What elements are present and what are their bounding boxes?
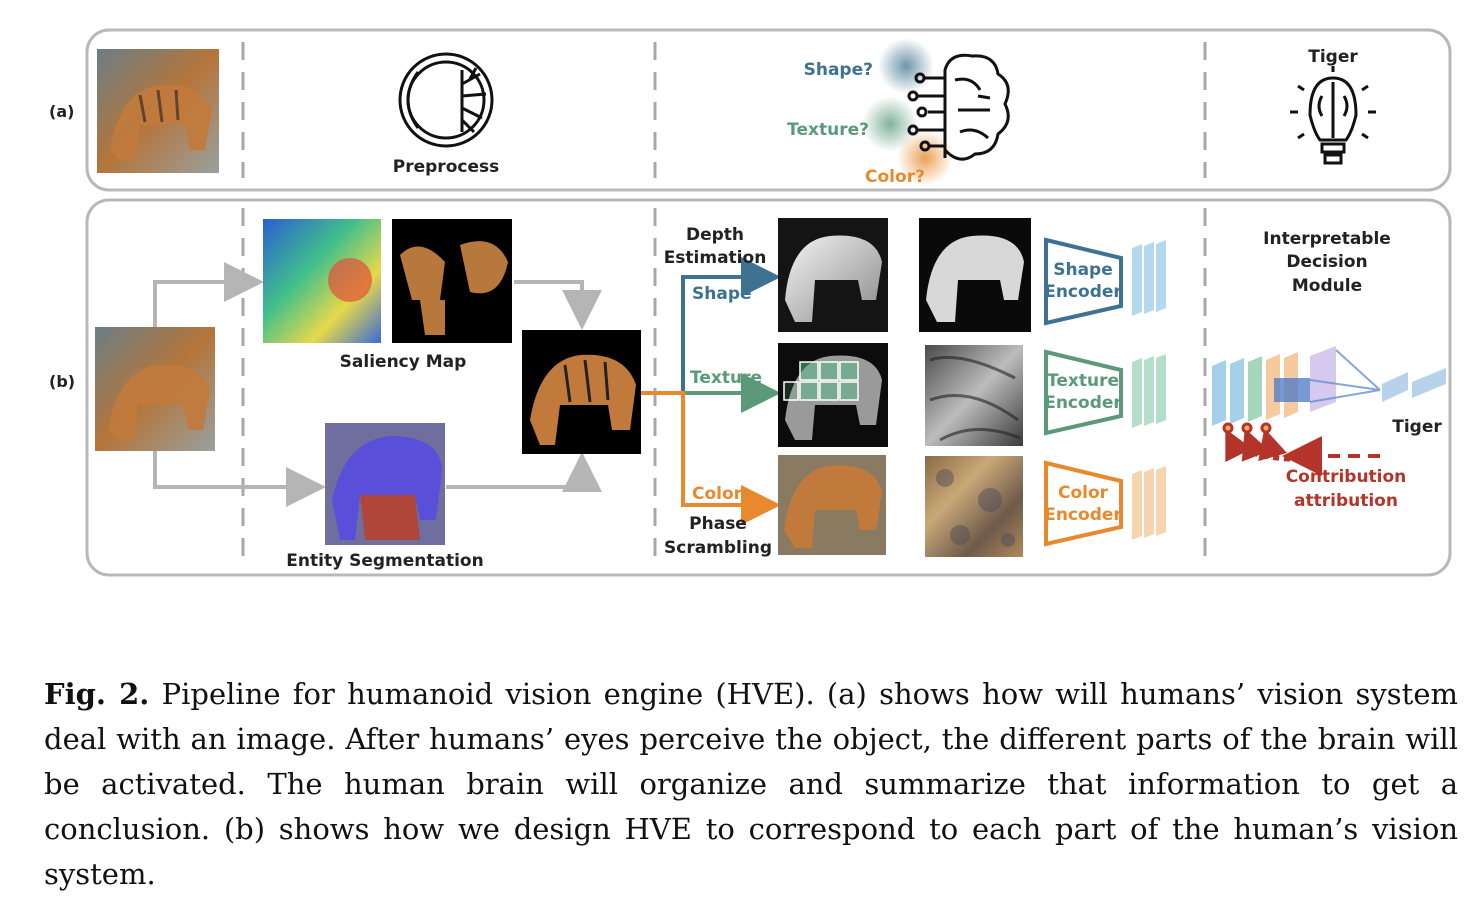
saliency-label: Saliency Map [340,352,467,372]
panel-a-frame [85,28,1452,192]
shape-silhouette-image [919,218,1031,332]
texture-patch-image [925,345,1023,446]
branch-arrows [641,257,781,525]
texture-patches-image [778,343,888,447]
color-question: Color? [865,167,925,187]
brain-icon [907,53,1010,161]
lightbulb-brain-icon [1290,66,1376,165]
saliency-heatmap [263,219,381,343]
contribution-label-2: attribution [1294,491,1398,511]
saliency-crop [392,219,512,343]
phase-scrambled-image [925,456,1023,557]
shape-encoder-block [1044,237,1166,326]
panel-b-label: (b) [49,372,75,391]
eye-icon [398,52,494,148]
tiger-image-a [97,49,219,173]
decision-module-label-3: Module [1292,276,1362,296]
decision-module-graphic [1212,346,1446,426]
caption-text: Pipeline for humanoid vision engine (HVE… [44,677,1459,891]
depth-estimation-label-1: Depth [686,225,744,245]
gray-flow-arrows [153,262,602,507]
shape-question: Shape? [804,60,873,80]
decision-module-label-1: Interpretable [1263,229,1391,249]
color-tiger-image [778,455,886,555]
pipeline-figure: (a) (b) Preprocess Shape? Texture? Color… [49,28,1452,577]
texture-encoder-block [1044,349,1166,436]
caption-prefix: Fig. 2. [44,677,150,711]
color-encoder-label-1: Color [1058,483,1109,503]
tiger-output-label: Tiger [1392,417,1442,437]
texture-encoder-label-1: Texture [1047,371,1119,391]
contribution-label-1: Contribution [1286,467,1407,487]
panel-b-frame [85,198,1452,577]
shape-encoder-label-2: Encoder [1044,282,1122,302]
section-dividers [241,42,1207,566]
brain-illustration [862,38,953,186]
texture-question: Texture? [787,120,869,140]
phase-scrambling-label-2: Scrambling [664,538,772,558]
entity-segmentation-label: Entity Segmentation [286,551,483,571]
tiger-image-b [95,327,215,451]
figure-caption: Fig. 2. Pipeline for humanoid vision eng… [44,672,1458,897]
attribution-arrows [1222,422,1380,476]
entity-segmentation-image [325,423,445,545]
preprocess-label: Preprocess [393,157,499,177]
texture-encoder-label-2: Encoder [1044,393,1122,413]
depth-map-image [778,218,888,332]
color-encoder-label-2: Encoder [1044,505,1122,525]
segmented-tiger-image [522,330,641,454]
color-branch-label: Color [692,484,743,504]
decision-module-label-2: Decision [1286,252,1367,272]
shape-encoder-label-1: Shape [1053,260,1113,280]
phase-scrambling-label-1: Phase [689,514,747,534]
color-encoder-block [1044,460,1166,547]
depth-estimation-label-2: Estimation [664,248,767,268]
panel-a-label: (a) [49,102,74,121]
texture-branch-label: Texture [690,368,762,388]
tiger-top-label: Tiger [1308,47,1358,67]
shape-branch-label: Shape [692,284,752,304]
